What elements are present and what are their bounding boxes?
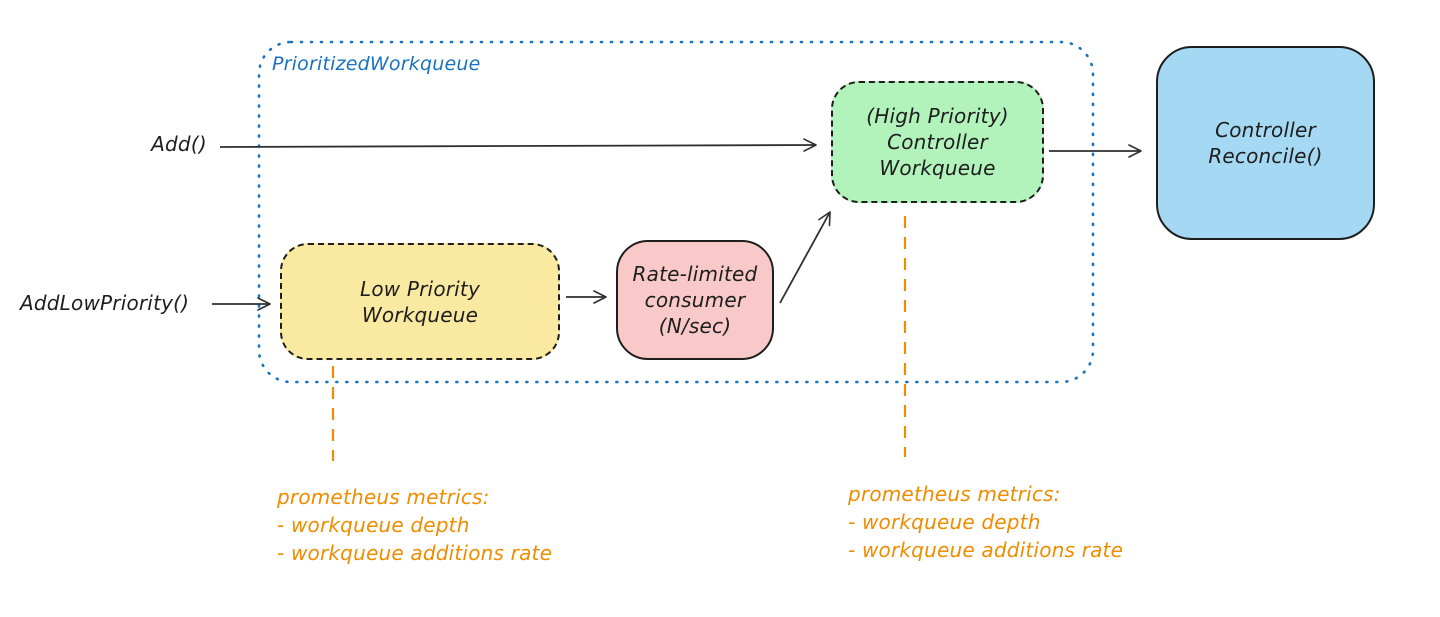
add-entry-label: Add() — [151, 132, 207, 156]
left-prometheus-metrics-annotation: prometheus metrics: - workqueue depth - … — [277, 485, 553, 565]
prioritized-workqueue-container-border — [257, 40, 1095, 384]
add-low-priority-entry-label: AddLowPriority() — [20, 291, 190, 315]
ratelimit-to-high-arrow — [779, 211, 831, 304]
add-arrow — [219, 138, 817, 152]
container-label: PrioritizedWorkqueue — [272, 53, 481, 75]
node-low-priority-workqueue-label: Low Priority Workqueue — [359, 276, 481, 327]
node-high-priority-controller-workqueue: (High Priority) Controller Workqueue — [831, 81, 1044, 203]
node-low-priority-workqueue: Low Priority Workqueue — [280, 243, 560, 360]
node-controller-reconcile: Controller Reconcile() — [1156, 46, 1375, 240]
node-controller-reconcile-label: Controller Reconcile() — [1208, 118, 1323, 168]
node-high-priority-controller-workqueue-label: (High Priority) Controller Workqueue — [866, 104, 1009, 180]
right-prometheus-metrics-annotation: prometheus metrics: - workqueue depth - … — [848, 482, 1124, 562]
node-rate-limited-consumer-label: Rate-limited consumer (N/sec) — [632, 262, 758, 338]
node-rate-limited-consumer: Rate-limited consumer (N/sec) — [616, 240, 774, 360]
